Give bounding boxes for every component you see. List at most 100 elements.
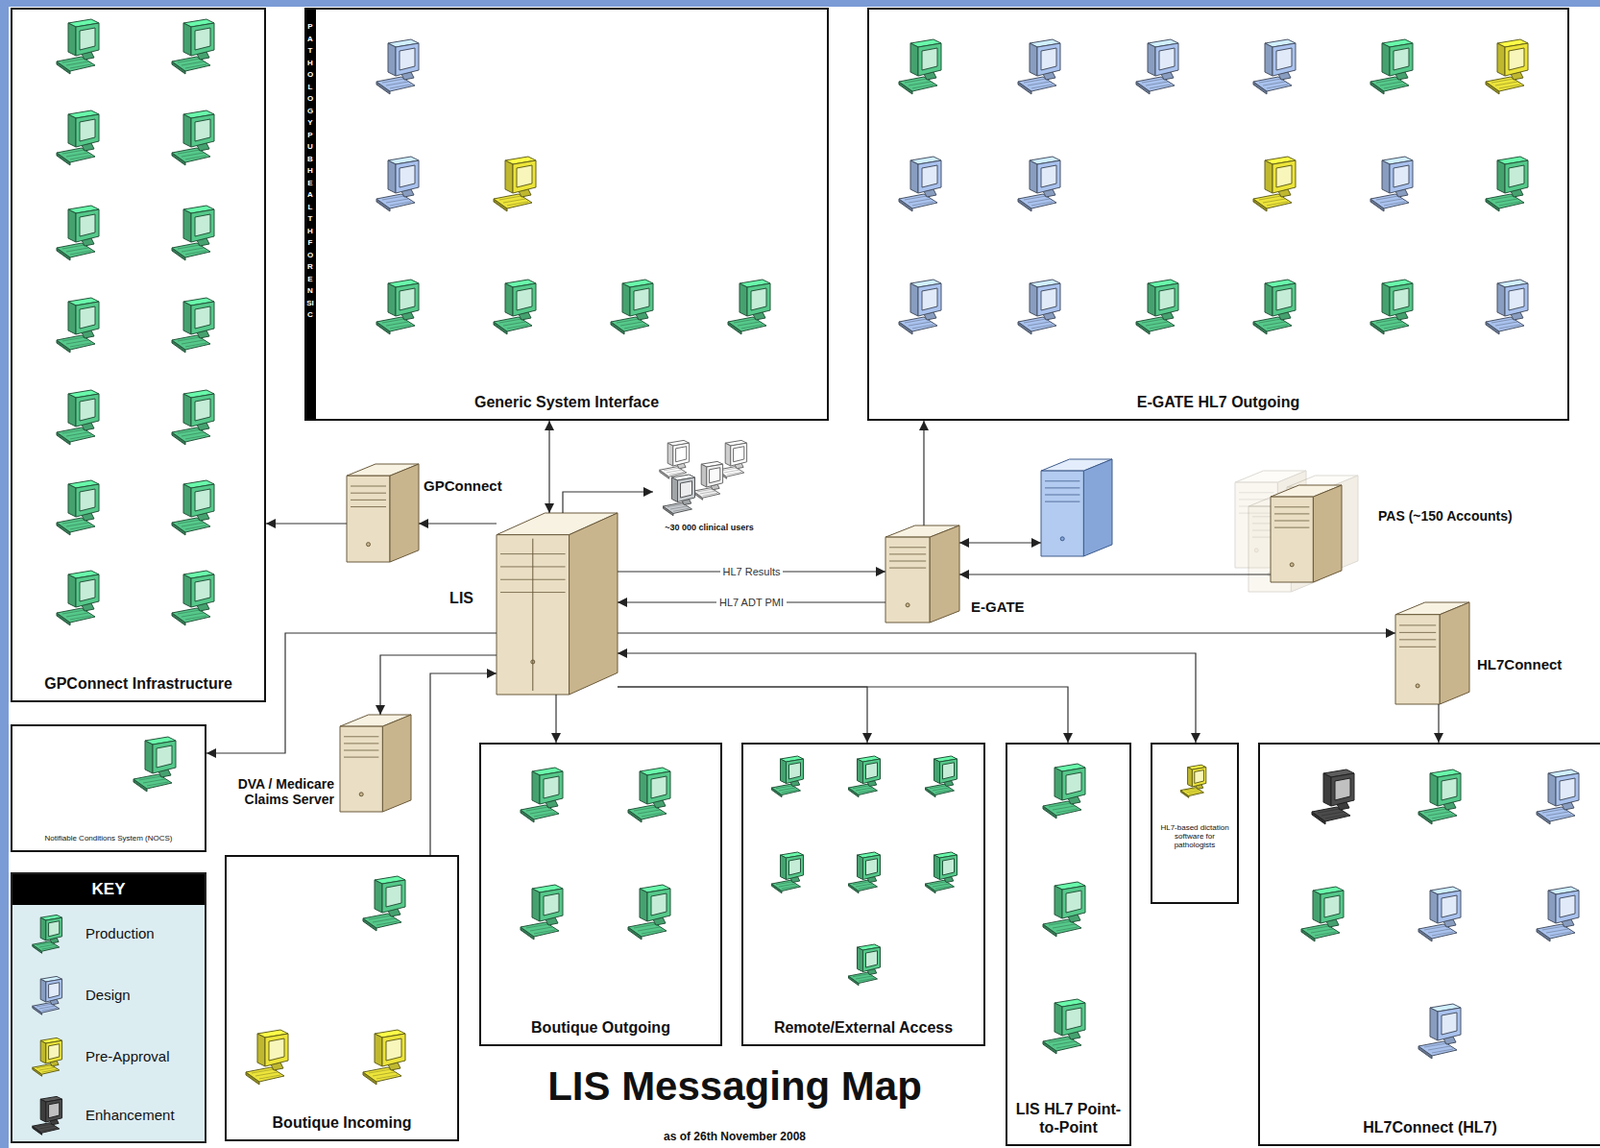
computer-icon: [1253, 39, 1296, 95]
monitor-side: [1548, 773, 1556, 806]
system-group-box: LIS HL7 Point-to-Point: [1005, 742, 1132, 1146]
message-connector: [266, 522, 347, 524]
keyboard-keys: [1491, 318, 1521, 329]
keyboard-keys: [177, 429, 207, 439]
keyboard-keys: [929, 881, 952, 890]
monitor-side: [780, 758, 787, 784]
computer-icon: [56, 297, 99, 353]
monitor-side: [68, 209, 76, 243]
monitor-screen: [789, 762, 801, 779]
monitor-side: [1264, 43, 1273, 76]
monitor-screen: [1393, 48, 1409, 71]
computer-icon: [1253, 156, 1296, 212]
server-icon: [339, 714, 412, 812]
server-node: LIS: [496, 512, 618, 695]
drive-bay: [1274, 527, 1310, 529]
monitor-side: [1497, 160, 1505, 194]
monitor-screen: [1508, 165, 1525, 188]
monitor-body: [75, 209, 99, 243]
keyboard-keys: [1048, 1038, 1078, 1048]
server-icon: [346, 463, 419, 562]
keyboard-keys: [633, 806, 663, 817]
monitor-body: [75, 114, 99, 147]
monitor-side: [68, 574, 76, 607]
user-cluster: [659, 439, 748, 515]
keyboard-keys: [775, 881, 799, 890]
power-button: [905, 603, 910, 607]
keyboard-keys: [1424, 1042, 1454, 1053]
monitor-screen: [651, 775, 667, 799]
keyboard-keys: [904, 195, 934, 206]
keyboard-keys: [1376, 78, 1406, 89]
drive-bay: [889, 553, 926, 555]
keyboard-keys: [177, 337, 207, 347]
monitor-screen: [651, 893, 667, 916]
monitor-screen: [194, 27, 211, 50]
drive-bay: [1274, 506, 1310, 508]
computer-icon: [1136, 39, 1179, 95]
monitor-side: [40, 978, 47, 1002]
monitor-screen: [921, 288, 938, 311]
monitor-body: [46, 1040, 63, 1064]
legend-box: ProductionDesignPre-ApprovalEnhancement: [10, 872, 207, 1143]
computer-icon: [32, 1095, 63, 1135]
monitor-screen: [1041, 48, 1057, 71]
monitor-side: [1054, 767, 1063, 800]
monitor-screen: [79, 398, 96, 421]
monitor-side: [780, 854, 787, 880]
power-button: [1060, 536, 1065, 541]
keyboard-keys: [1376, 195, 1406, 206]
server-icon: [1270, 484, 1342, 582]
monitor-screen: [921, 165, 938, 188]
keyboard-keys: [667, 504, 690, 512]
computer-icon: [1485, 39, 1528, 95]
drive-bay: [1238, 491, 1274, 493]
diagram-caption: as of 26th November 2008: [542, 1129, 927, 1143]
monitor-body: [46, 1098, 63, 1122]
keyboard-keys: [1048, 802, 1078, 813]
monitor-side: [857, 946, 864, 972]
computer-icon: [363, 875, 406, 931]
server-label: LIS: [449, 589, 474, 607]
computer-icon: [1536, 769, 1579, 825]
monitor-body: [918, 43, 942, 76]
keyboard-keys: [62, 337, 92, 347]
monitor-screen: [1041, 165, 1057, 188]
drive-bay: [350, 499, 387, 501]
drive-bay: [1044, 494, 1080, 496]
computer-icon: [56, 110, 99, 166]
legend-text: Pre-Approval: [85, 1035, 170, 1078]
monitor-side: [1323, 773, 1332, 806]
monitor-screen: [399, 165, 415, 188]
computer-icon: [772, 755, 804, 798]
monitor-screen: [79, 579, 96, 602]
computer-icon: [1180, 764, 1206, 798]
server-front: [885, 536, 930, 623]
monitor-screen: [79, 119, 96, 142]
keyboard-keys: [368, 915, 398, 925]
monitor-side: [857, 854, 864, 880]
monitor-screen: [1276, 165, 1292, 188]
computer-icon: [56, 480, 99, 535]
monitor-body: [191, 574, 215, 607]
keyboard-keys: [1023, 195, 1053, 206]
keyboard-keys: [1307, 925, 1336, 936]
group-title: HL7Connect (HL7): [1263, 1118, 1597, 1137]
drive-bay: [1399, 624, 1436, 626]
monitor-side: [183, 209, 192, 243]
keyboard-keys: [526, 806, 556, 817]
computer-icon: [363, 1029, 406, 1085]
monitor-side: [667, 442, 674, 466]
monitor-side: [1548, 890, 1556, 923]
server-icons: [339, 459, 1470, 812]
monitor-side: [1381, 43, 1390, 76]
keyboard-keys: [62, 58, 92, 69]
monitor-side: [1381, 160, 1390, 194]
keyboard-keys: [697, 488, 718, 496]
drive-bay: [343, 756, 379, 758]
monitor-body: [382, 879, 406, 913]
message-connector: [959, 573, 1271, 575]
legend-icon: [27, 912, 73, 955]
monitor-body: [395, 43, 419, 76]
monitor-screen: [79, 306, 96, 329]
